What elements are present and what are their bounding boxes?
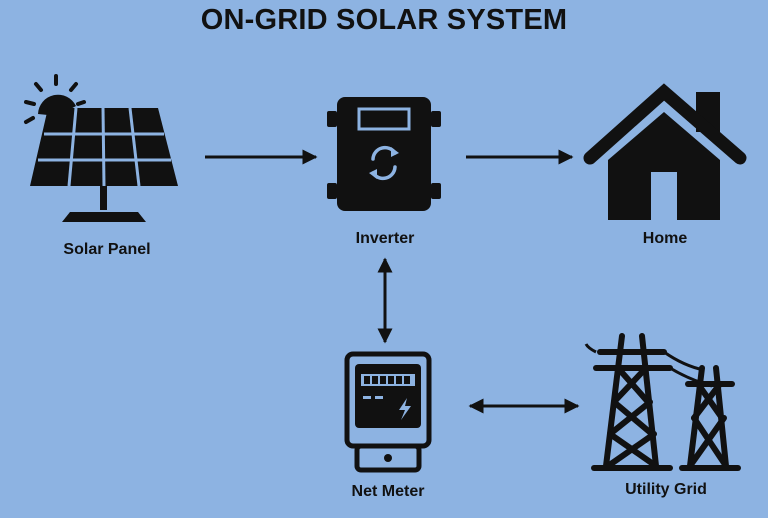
- solar-panel-icon: [24, 74, 178, 222]
- electric-meter-icon: [344, 351, 432, 473]
- net-meter-label: Net Meter: [351, 483, 425, 500]
- inverter-label: Inverter: [355, 230, 415, 247]
- solar-panel-label: Solar Panel: [63, 241, 151, 258]
- house-icon: [583, 83, 747, 220]
- transmission-tower-icon: [584, 333, 741, 471]
- utility-grid-label: Utility Grid: [625, 481, 707, 498]
- inverter-icon: [327, 97, 441, 211]
- home-label: Home: [642, 230, 688, 247]
- diagram-title: ON-GRID SOLAR SYSTEM: [200, 4, 568, 36]
